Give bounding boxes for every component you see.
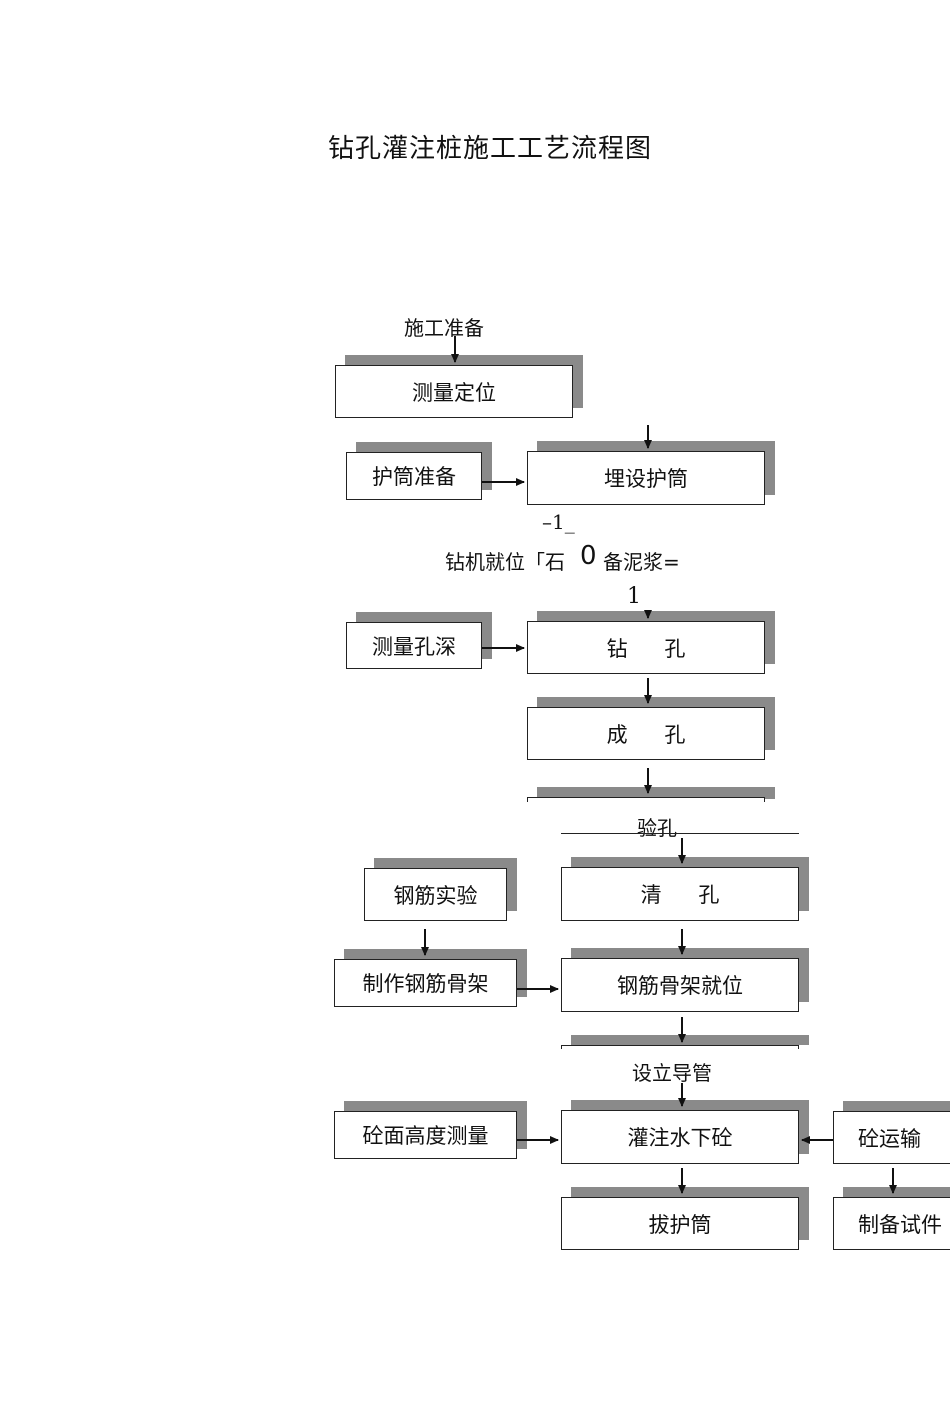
box-pull-casing: 拔护筒 [561, 1197, 799, 1250]
box-measure-depth: 测量孔深 [346, 622, 482, 669]
box-form-hole: 成 孔 [527, 707, 765, 760]
box-place-rebar-cage: 钢筋骨架就位 [561, 958, 799, 1012]
page-break-mask-2 [555, 1049, 815, 1063]
rig-mark-top: –1_ [542, 510, 575, 534]
step-set-pipe: 设立导管 [632, 1061, 712, 1085]
rig-label-right: 备泥浆= [603, 550, 680, 574]
box-drill-hole: 钻 孔 [527, 621, 765, 674]
box-make-rebar-cage: 制作钢筋骨架 [334, 959, 517, 1007]
box-rebar-test: 钢筋实验 [364, 868, 507, 921]
step-inspect-hole: 验孔 [637, 816, 677, 840]
diagram-title: 钻孔灌注桩施工工艺流程图 [327, 134, 652, 164]
box-clean-hole: 清 孔 [561, 867, 799, 921]
inspect-underline [561, 833, 799, 834]
rig-label-zero: 0 [580, 541, 597, 571]
box-pour-underwater-concrete: 灌注水下砼 [561, 1110, 799, 1164]
box-make-samples: 制备试件 [833, 1197, 950, 1250]
page-break-mask-1 [520, 802, 810, 832]
box-casing-prep: 护筒准备 [346, 452, 482, 500]
box-bury-casing: 埋设护筒 [527, 451, 765, 505]
box-measure-concrete-height: 砼面高度测量 [334, 1111, 517, 1159]
box-survey-positioning: 测量定位 [335, 365, 573, 418]
rig-mark-bottom: 1 [627, 584, 641, 609]
box-concrete-transport: 砼运输 [833, 1111, 950, 1164]
step-construction-prep: 施工准备 [404, 316, 484, 340]
rig-label-left: 钻机就位「石 [445, 550, 565, 574]
